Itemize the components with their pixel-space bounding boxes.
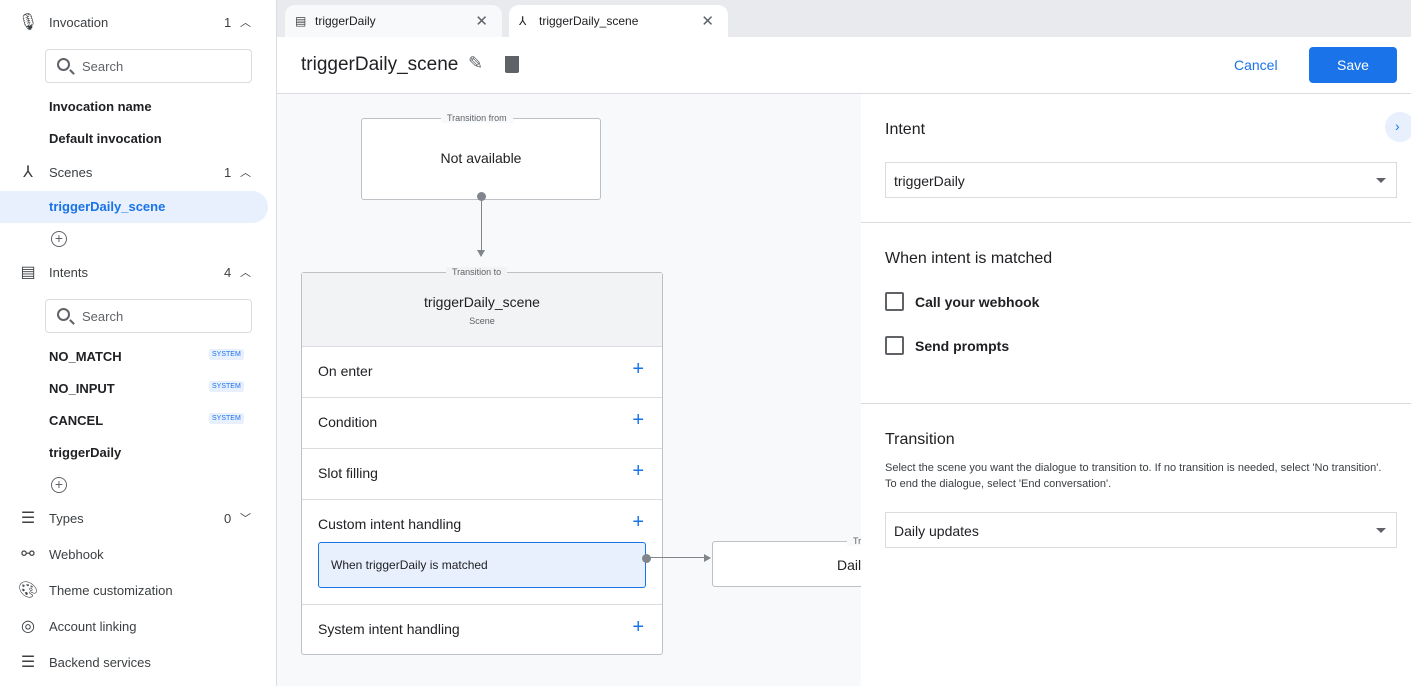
close-icon[interactable]: ✕ (475, 13, 488, 30)
section-intents[interactable]: ▤ Intents 4 ︿ (0, 256, 277, 288)
chevron-up-icon[interactable]: ︿ (240, 17, 251, 29)
add-icon[interactable]: + (632, 358, 644, 380)
invocation-name-item[interactable]: Invocation name (49, 99, 152, 114)
intent-item[interactable]: CANCEL (49, 413, 104, 428)
send-prompts-checkbox[interactable] (885, 336, 904, 355)
account-icon: ◎ (21, 618, 35, 635)
invocation-search-input[interactable]: Search (45, 49, 252, 83)
connector-line (646, 557, 704, 558)
section-types[interactable]: ☰ Types 0 ﹀ (0, 502, 277, 534)
system-badge: SYSTEM (209, 413, 244, 424)
scene-node: Transition to triggerDaily_scene Scene O… (301, 267, 663, 655)
connector-line (481, 200, 482, 256)
row-slot-filling[interactable]: Slot filling+ (302, 448, 662, 499)
intent-select[interactable]: triggerDaily (885, 162, 1397, 198)
scene-canvas: Transition from Not available Transition… (277, 94, 861, 686)
intent-panel: › Intent triggerDaily When intent is mat… (861, 94, 1411, 686)
chevron-up-icon[interactable]: ︿ (240, 167, 251, 179)
row-system-intent[interactable]: System intent handling+ (302, 604, 662, 655)
dropdown-arrow-icon (1376, 178, 1386, 183)
intent-handler-card[interactable]: When triggerDaily is matched (318, 542, 646, 588)
add-icon[interactable]: + (632, 409, 644, 431)
scene-icon: ⅄ (23, 164, 33, 181)
intents-search-input[interactable]: Search (45, 299, 252, 333)
tab-triggerdaily[interactable]: ▤ triggerDaily ✕ (285, 5, 502, 37)
tab-bar: ▤ triggerDaily ✕ ⅄ triggerDaily_scene ✕ (277, 0, 1411, 37)
chevron-down-icon[interactable]: ﹀ (240, 513, 251, 525)
dropdown-arrow-icon (1376, 528, 1386, 533)
system-badge: SYSTEM (209, 381, 244, 392)
intent-icon: ▤ (20, 264, 36, 281)
list-icon: ☰ (20, 510, 36, 527)
settings-list-icon: ☰ (20, 654, 36, 671)
cancel-button[interactable]: Cancel (1234, 57, 1278, 73)
section-account-linking[interactable]: ◎ Account linking (0, 610, 277, 642)
system-badge: SYSTEM (209, 349, 244, 360)
row-custom-intent[interactable]: Custom intent handling+ When triggerDail… (302, 499, 662, 604)
microphone-icon: 🎙 (17, 14, 39, 31)
save-button[interactable]: Save (1309, 47, 1397, 83)
scene-item[interactable]: triggerDaily_scene (49, 199, 166, 214)
connector-dot (477, 192, 486, 201)
selected-scene-highlight (0, 191, 268, 223)
scene-icon: ⅄ (519, 14, 527, 28)
section-scenes[interactable]: ⅄ Scenes 1 ︿ (0, 156, 277, 188)
transition-from-node: Transition from Not available (361, 113, 601, 200)
target-scene-node[interactable]: Tr Dail (712, 536, 861, 587)
section-backend[interactable]: ☰ Backend services (0, 646, 277, 678)
row-on-enter[interactable]: On enter+ (302, 346, 662, 397)
search-icon (57, 308, 70, 321)
chevron-up-icon[interactable]: ︿ (240, 267, 251, 279)
row-condition[interactable]: Condition+ (302, 397, 662, 448)
section-webhook[interactable]: ⚯ Webhook (0, 538, 277, 570)
intent-item[interactable]: NO_MATCH (49, 349, 122, 364)
connector-dot (642, 554, 651, 563)
section-invocation[interactable]: 🎙 Invocation 1 ︿ (17, 14, 251, 31)
search-icon (57, 58, 70, 71)
intent-icon: ▤ (295, 14, 307, 28)
default-invocation-item[interactable]: Default invocation (49, 131, 162, 146)
edit-icon[interactable]: ✎ (468, 53, 484, 73)
arrow-head (477, 250, 485, 257)
page-title: triggerDaily_scene (301, 54, 459, 75)
sidebar: 🎙 Invocation 1 ︿ Search Invocation name … (0, 0, 277, 686)
add-icon[interactable]: + (632, 511, 644, 533)
call-webhook-checkbox[interactable] (885, 292, 904, 311)
chevron-right-icon[interactable]: › (1385, 112, 1411, 142)
transition-select[interactable]: Daily updates (885, 512, 1397, 548)
intent-item[interactable]: triggerDaily (49, 445, 122, 460)
close-icon[interactable]: ✕ (701, 13, 714, 30)
palette-icon: 🎨︎ (17, 582, 39, 599)
arrow-head (704, 554, 711, 562)
tab-triggerdaily-scene[interactable]: ⅄ triggerDaily_scene ✕ (509, 5, 728, 37)
add-scene-icon[interactable]: + (51, 231, 67, 247)
intent-item[interactable]: NO_INPUT (49, 381, 115, 396)
header: triggerDaily_scene ✎ Cancel Save (277, 37, 1411, 94)
section-theme[interactable]: 🎨︎ Theme customization (17, 582, 173, 599)
delete-icon[interactable] (505, 56, 519, 73)
webhook-icon: ⚯ (21, 546, 35, 563)
add-icon[interactable]: + (632, 460, 644, 482)
add-intent-icon[interactable]: + (51, 477, 67, 493)
add-icon[interactable]: + (632, 616, 644, 638)
